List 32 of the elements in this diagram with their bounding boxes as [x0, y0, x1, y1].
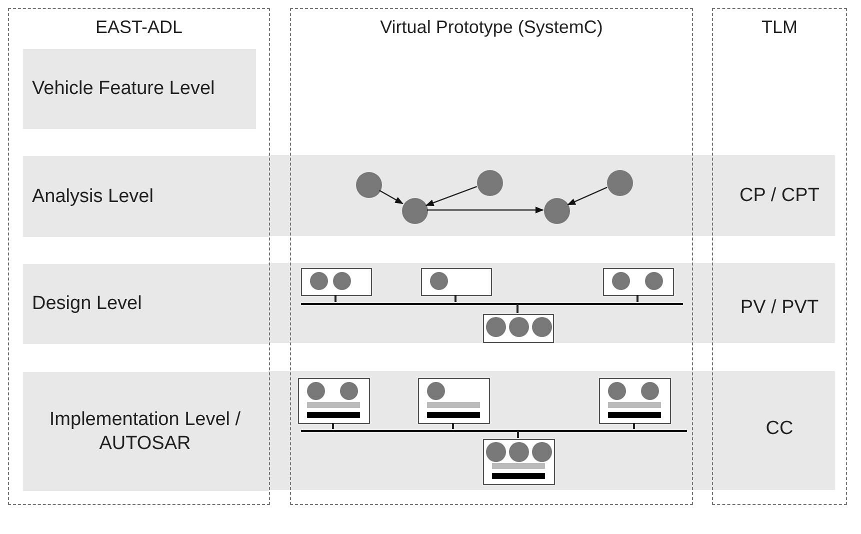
column-heading: EAST-ADL: [94, 16, 184, 39]
ecu-drawing: [599, 378, 671, 424]
level-label: Vehicle Feature Level: [32, 77, 216, 101]
bus-line: [301, 303, 683, 305]
ecu-drawing: [483, 439, 555, 485]
arrow: [379, 190, 404, 204]
connector-line: [517, 431, 519, 438]
level-label: Analysis Level: [32, 184, 154, 208]
tlm-label: PV / PVT: [739, 296, 820, 320]
ecu-drawing: [421, 268, 492, 296]
ecu-drawing: [483, 314, 554, 343]
ecu-drawing: [603, 268, 674, 296]
column-heading: Virtual Prototype (SystemC): [379, 16, 604, 39]
arrow: [567, 186, 608, 206]
connector-line: [452, 423, 454, 429]
level-label: Design Level: [32, 292, 143, 316]
ecu-drawing: [418, 378, 490, 424]
arrow: [425, 186, 478, 206]
connector-line: [636, 295, 638, 302]
arrow: [427, 206, 544, 214]
connector-line: [516, 304, 518, 313]
bus-line: [301, 430, 687, 432]
tlm-label: CC: [764, 417, 794, 441]
connector-line: [454, 295, 456, 302]
connector-line: [332, 423, 334, 429]
connector-line: [334, 295, 336, 302]
connector-line: [633, 423, 635, 429]
level-label: Implementation Level / AUTOSAR: [48, 408, 242, 456]
ecu-drawing: [301, 268, 372, 296]
ecu-drawing: [298, 378, 370, 424]
tlm-label: CP / CPT: [738, 184, 820, 208]
column-heading: TLM: [760, 16, 798, 39]
